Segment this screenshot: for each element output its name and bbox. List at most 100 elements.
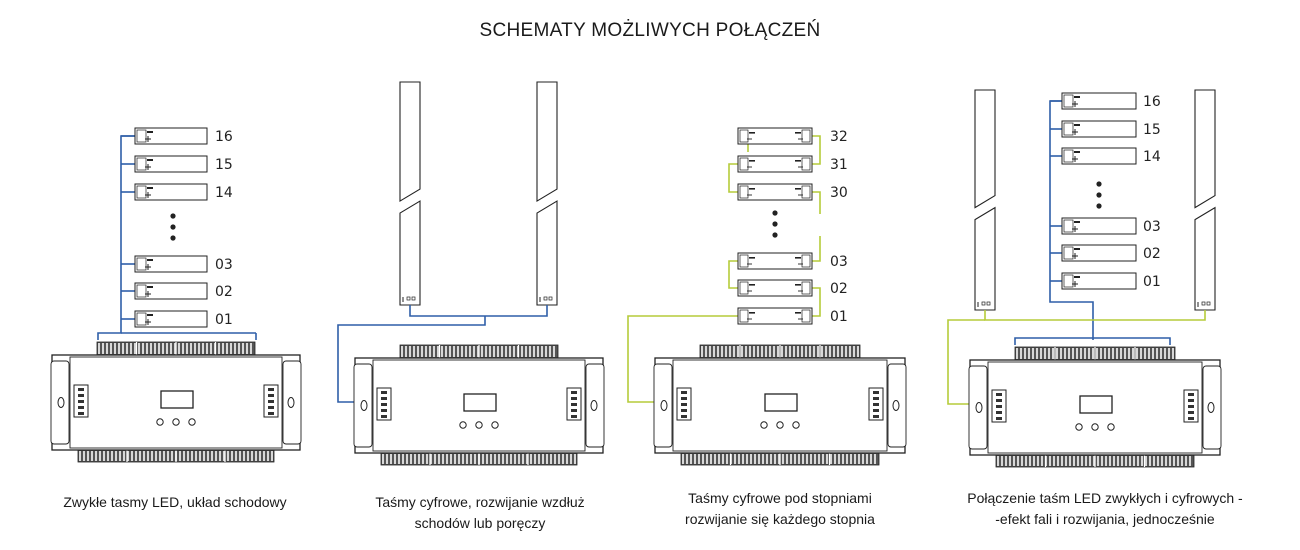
wire (1049, 100, 1062, 281)
mounting-hole (975, 402, 983, 413)
control-button (792, 421, 800, 429)
display (463, 393, 497, 412)
mounting-hole (360, 400, 368, 411)
led-driver-module (134, 282, 208, 300)
control-button (156, 418, 164, 426)
mounting-hole (57, 397, 65, 408)
led-driver-module (134, 255, 208, 273)
wire (409, 305, 548, 317)
channel-label: 15 (1143, 122, 1161, 138)
led-driver-module (1061, 92, 1137, 110)
caption-line: -efekt fali i rozwijania, jednocześnie (995, 511, 1215, 527)
caption-line: Taśmy cyfrowe, rozwijanie wzdłuż (375, 494, 585, 510)
ellipsis-dot (1096, 181, 1102, 187)
caption-line: Połączenie taśm LED zwykłych i cyfrowych… (967, 490, 1243, 506)
controller-4 (968, 346, 1222, 468)
control-button (760, 421, 768, 429)
caption-panel-2: Taśmy cyfrowe, rozwijanie wzdłuż schodów… (330, 492, 630, 534)
channel-label: 02 (1143, 246, 1161, 262)
digital-led-strip (536, 81, 558, 306)
led-driver-module (134, 310, 208, 328)
display (764, 393, 798, 412)
caption-line: rozwijanie się każdego stopnia (685, 511, 875, 527)
caption-line: Zwykłe tasmy LED, układ schodowy (63, 494, 287, 510)
led-driver-module (1061, 217, 1137, 235)
digital-led-strip (399, 81, 421, 306)
panel-4-combined: 16 15 14 03 02 01 (947, 89, 1216, 405)
ellipsis-dot (170, 235, 176, 241)
ellipsis-dot (772, 210, 778, 216)
caption-panel-1: Zwykłe tasmy LED, układ schodowy (40, 492, 310, 513)
control-button (1075, 423, 1083, 431)
controller-1 (50, 341, 302, 463)
channel-label: 31 (830, 157, 848, 173)
channel-label: 03 (830, 254, 848, 270)
wire (812, 236, 821, 262)
channel-label: 16 (1143, 94, 1161, 110)
control-button (172, 418, 180, 426)
control-button (491, 421, 499, 429)
channel-label: 03 (215, 257, 233, 273)
channel-label: 30 (830, 185, 848, 201)
ellipsis-dot (772, 232, 778, 238)
control-button (475, 421, 483, 429)
controller-3 (653, 344, 907, 466)
led-driver-module (1061, 244, 1137, 262)
led-driver-module (134, 127, 208, 145)
wire (812, 135, 821, 165)
channel-label: 02 (830, 281, 848, 297)
channel-label: 01 (1143, 274, 1161, 290)
channel-label: 14 (215, 185, 233, 201)
display (1079, 395, 1113, 414)
channel-label: 14 (1143, 149, 1161, 165)
wire (728, 260, 740, 289)
led-driver-module (1061, 147, 1137, 165)
led-driver-module (134, 155, 208, 173)
control-button (459, 421, 467, 429)
channel-label: 03 (1143, 219, 1161, 235)
led-driver-module (1061, 272, 1137, 290)
digital-driver-module (737, 155, 813, 173)
mounting-hole (287, 397, 295, 408)
digital-driver-module (737, 307, 813, 325)
led-driver-module (134, 183, 208, 201)
control-button (1107, 423, 1115, 431)
mounting-hole (1207, 402, 1215, 413)
wire (627, 315, 740, 403)
digital-driver-module (737, 127, 813, 145)
control-button (776, 421, 784, 429)
control-button (1091, 423, 1099, 431)
wire (984, 310, 1206, 321)
display (160, 390, 194, 409)
digital-driver-module (737, 279, 813, 297)
digital-led-strip (1194, 89, 1216, 311)
channel-label: 16 (215, 129, 233, 145)
ellipsis-dot (170, 224, 176, 230)
wire (337, 316, 486, 403)
caption-panel-4: Połączenie taśm LED zwykłych i cyfrowych… (935, 488, 1275, 530)
caption-line: schodów lub poręczy (414, 515, 546, 531)
channel-label: 32 (830, 129, 848, 145)
wire (97, 135, 135, 340)
channel-label: 01 (215, 312, 233, 328)
ellipsis-dot (1096, 192, 1102, 198)
diagram-title: SCHEMATY MOŻLIWYCH POŁĄCZEŃ (479, 20, 821, 41)
ellipsis-dot (170, 213, 176, 219)
digital-driver-module (737, 252, 813, 270)
wire (728, 163, 740, 193)
digital-led-strip (974, 89, 996, 311)
ellipsis-dot (772, 221, 778, 227)
caption-line: Taśmy cyfrowe pod stopniami (688, 490, 872, 506)
mounting-hole (892, 400, 900, 411)
caption-panel-3: Taśmy cyfrowe pod stopniami rozwijanie s… (645, 488, 915, 530)
channel-label: 15 (215, 157, 233, 173)
wire (812, 191, 821, 214)
led-driver-module (1061, 120, 1137, 138)
wire (1049, 281, 1094, 340)
ellipsis-dot (1096, 203, 1102, 209)
digital-driver-module (737, 183, 813, 201)
panel-3-digital-steps: 32 31 30 03 02 01 (627, 127, 848, 403)
controller-2 (353, 344, 605, 466)
channel-label: 01 (830, 309, 848, 325)
